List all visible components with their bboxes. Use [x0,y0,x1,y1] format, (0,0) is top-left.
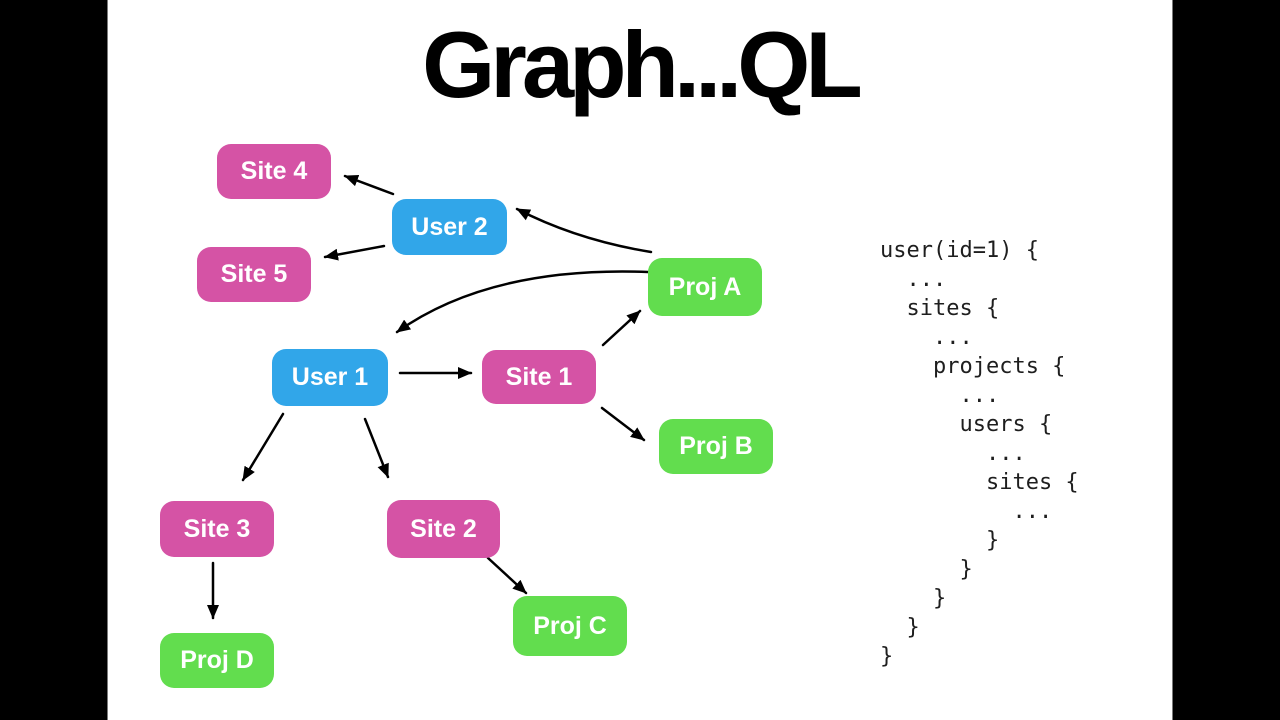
node-label: User 1 [291,363,369,391]
node-user1: User 1 [272,349,388,406]
node-label: Site 1 [505,362,573,391]
edge-user1-site3 [241,412,285,482]
slide-title: Graph...QL [422,12,863,117]
edge-site1-projB [600,406,646,442]
edge-projA-user1 [395,270,650,334]
node-label: Site 5 [220,260,288,288]
node-label: User 2 [411,212,488,241]
node-label: Site 4 [240,157,308,185]
code-snippet: user(id=1) { ... sites { ... projects { … [880,238,1079,669]
edge-site1-projA [601,309,642,347]
node-projD: Proj D [160,633,274,688]
letterbox-right [1172,0,1280,720]
letterbox-left [0,0,108,720]
node-site4: Site 4 [217,144,331,199]
node-label: Proj B [679,432,753,460]
edge-user2-site4 [343,174,395,196]
node-site1: Site 1 [482,350,596,404]
node-label: Proj A [668,272,742,301]
edge-site2-projC [486,556,528,595]
edge-user2-site5 [323,244,386,261]
node-projA: Proj A [648,258,762,316]
node-label: Proj C [533,611,607,640]
node-site2: Site 2 [387,500,500,558]
node-label: Proj D [180,646,254,674]
node-projC: Proj C [513,596,627,656]
node-label: Site 2 [410,514,477,543]
node-projB: Proj B [659,419,773,474]
node-label: Site 3 [183,514,251,543]
node-site5: Site 5 [197,247,311,302]
diagram-nodes: Site 4 User 2 Site 5 User 1 Site 1 Proj A Proj… [107,0,1173,720]
diagram-edges [207,174,653,620]
edge-user1-site2 [363,417,390,479]
node-user2: User 2 [392,199,507,255]
node-site3: Site 3 [160,501,274,557]
edge-projA-user2 [515,207,653,254]
